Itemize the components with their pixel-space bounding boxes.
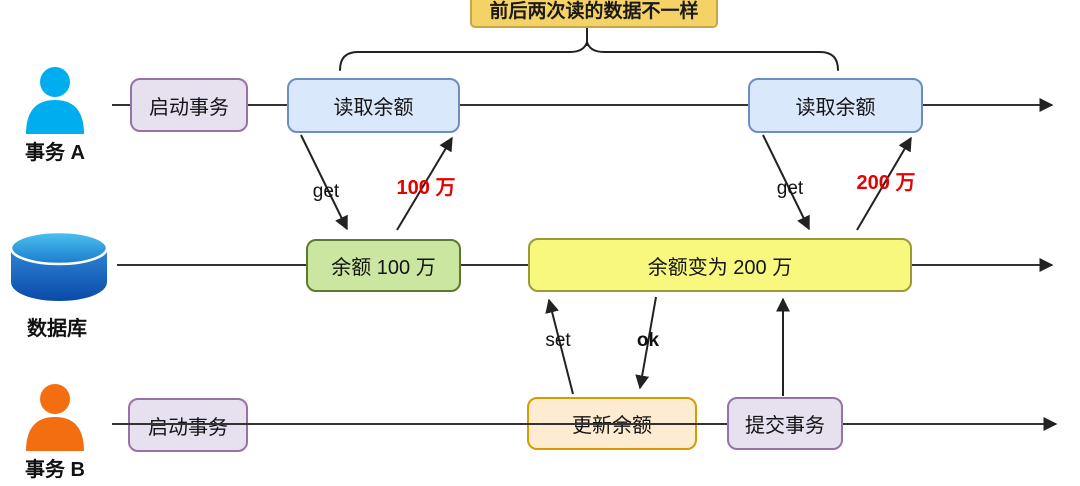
set-label: set [545,330,571,351]
get-1-label: get [312,181,340,202]
ok-label: ok [636,330,660,351]
lane-a-start-transaction-label: 启动事务 [149,96,229,119]
lane-a-read-balance-label-2: 读取余额 [795,97,876,119]
db-balance-200-box: 余额变为 200 万 [528,238,912,292]
get-2-arrow [762,134,810,231]
lane-b-actor-label: 事务 B [25,459,85,481]
lane-db-actor-label: 数据库 [27,318,87,340]
lane-a-read-balance-box-2: 读取余额 [748,78,923,133]
ok-arrow [635,296,657,390]
value-2-label: 200 万 [856,172,916,194]
lane-b-update-balance-label: 更新余额 [572,415,652,437]
lane-a-actor-label: 事务 A [25,142,85,164]
lane-a-read-balance-box-1: 读取余额 [287,78,460,133]
set-arrow [545,298,574,395]
value-1-arrow [396,136,453,231]
annotation-banner-label: 前后两次读的数据不一样 [489,1,699,22]
lane-a-start-transaction-box: 启动事务 [130,78,248,132]
lane-b-commit-transaction-box: 提交事务 [727,397,843,450]
get-1-arrow [300,134,348,231]
value-1-label: 100 万 [396,177,456,199]
db-balance-200-label: 余额变为 200 万 [647,256,793,279]
value-2-arrow [856,136,912,231]
db-balance-100-label: 余额 100 万 [331,257,436,279]
lane-a-read-balance-label-1: 读取余额 [333,97,414,119]
transaction-b-user-icon [22,383,88,456]
lane-b-start-transaction-label: 启动事务 [148,416,228,439]
annotation-banner: 前后两次读的数据不一样 [470,0,718,28]
lane-b-commit-transaction-label: 提交事务 [745,415,825,437]
transaction-a-user-icon [22,66,88,139]
db-balance-100-box: 余额 100 万 [306,239,461,292]
database-icon [8,230,110,309]
get-2-label: get [776,178,804,199]
